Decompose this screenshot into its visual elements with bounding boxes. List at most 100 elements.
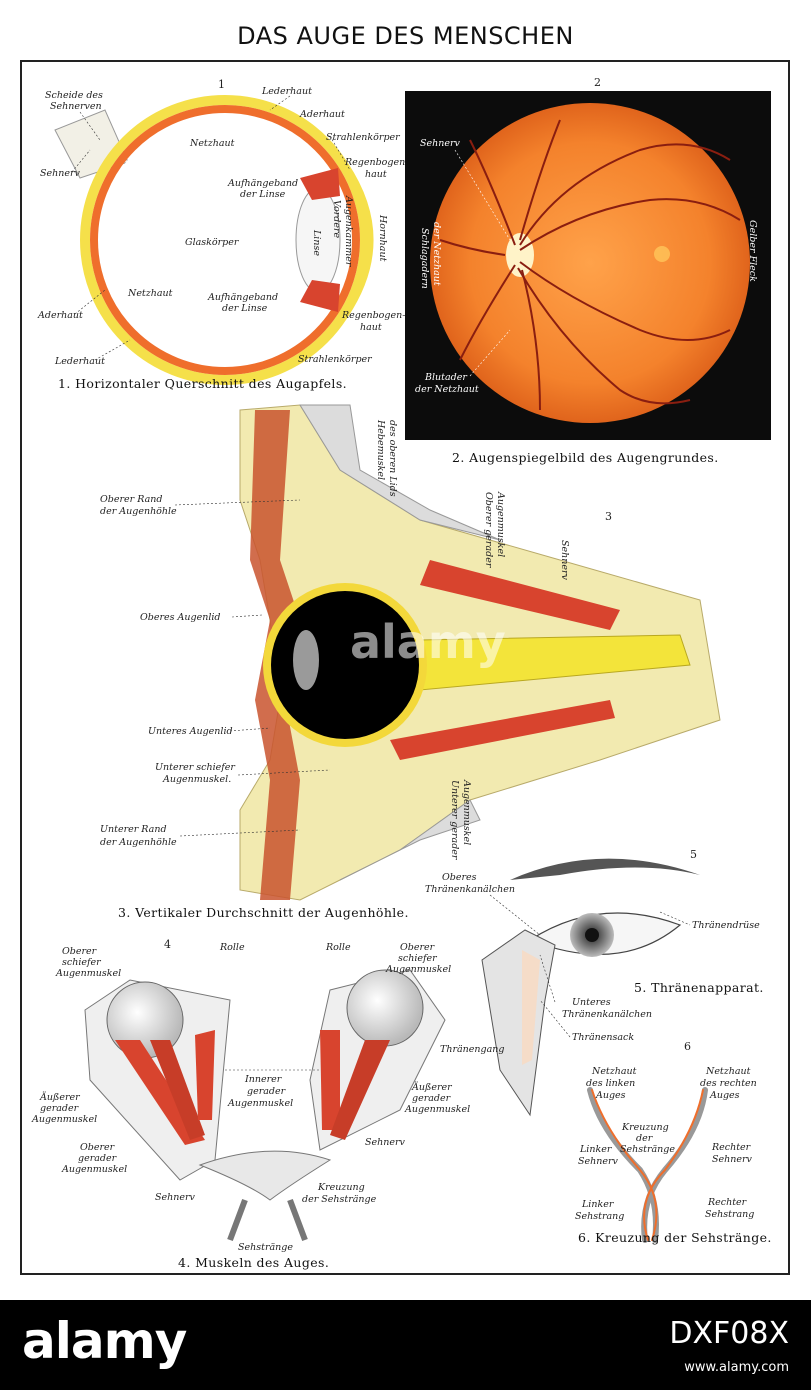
label: Sehstrang [705, 1209, 754, 1220]
label: Aderhaut [37, 310, 83, 321]
label: Thränendrüse [692, 920, 760, 931]
label: Sehnerv [578, 1156, 619, 1167]
label: Linse [311, 229, 322, 256]
right-rectus-lateral [330, 1040, 390, 1140]
label: Oberer [62, 946, 98, 957]
upper-bone [299, 404, 501, 541]
label: Unterer Rand [100, 824, 167, 835]
figure-5: 5 Oberes Thränenkanälchen Thränendrüse 5… [425, 848, 763, 1117]
label: Netzhaut [189, 138, 235, 149]
label: Schlagadern [419, 228, 430, 289]
label: Augenmuskel [31, 1114, 97, 1125]
fig1-number: 1 [218, 78, 225, 91]
label: Sehnerv [712, 1154, 753, 1165]
label: haut [360, 322, 382, 333]
label: Äußerer [39, 1091, 81, 1103]
label: Thränenkanälchen [562, 1009, 652, 1020]
label: der Augenhöhle [100, 506, 177, 517]
label: Rolle [325, 942, 351, 953]
label: Lederhaut [54, 356, 105, 367]
optic-tracts-4 [227, 1198, 308, 1242]
label: Oberes Augenlid [140, 612, 221, 623]
label: Oberer [80, 1142, 116, 1153]
label: der Sehstränge [302, 1194, 377, 1205]
label: gerader [247, 1086, 287, 1097]
label: Aufhängeband [227, 178, 298, 189]
label: Linker [579, 1144, 613, 1155]
lacrimal-duct [522, 950, 540, 1065]
upper-rectus-muscle [420, 560, 620, 630]
watermark-footer [0, 1300, 811, 1390]
figure-2: 2 Sehnerv Schlagadern der Netzhaut Gelbe… [405, 76, 771, 465]
label: Auges [709, 1090, 740, 1101]
label: Rolle [219, 942, 245, 953]
figure-6: 6 Netzhaut des linken Auges Netzhaut des… [575, 1040, 772, 1245]
label: der Netzhaut [431, 222, 442, 286]
label: schiefer [398, 953, 438, 964]
label: Hebemuskel [375, 419, 386, 480]
label: Linker [581, 1199, 615, 1210]
figure-1: 1 Scheide des Sehnerven Lederhaut Aderha… [37, 78, 408, 391]
label: Sehnerven [50, 101, 102, 112]
label: Rechter [707, 1197, 748, 1208]
lower-bone [339, 799, 481, 881]
page-title: DAS AUGE DES MENSCHEN [237, 22, 574, 50]
lower-rectus-muscle [390, 700, 615, 760]
label: Augenmuskel [385, 964, 451, 975]
lacrimal-sac [481, 929, 556, 1117]
vitreous-body [99, 114, 351, 366]
fig6-caption: 6. Kreuzung der Sehstränge. [578, 1230, 772, 1245]
label: der Netzhaut [415, 384, 479, 395]
label: Oberer gerader [483, 492, 494, 569]
label: Oberer [400, 942, 436, 953]
label: gerader [40, 1103, 80, 1114]
label: Strahlenkörper [326, 132, 401, 143]
plate-frame [20, 60, 790, 1275]
label: Vordere [331, 200, 342, 238]
ciliary-body-top [300, 168, 340, 200]
label: Thränenkanälchen [425, 884, 515, 895]
label: haut [365, 169, 387, 180]
label: Oberes [442, 872, 477, 883]
eyebrow [510, 858, 700, 880]
optic-chiasm-4 [198, 1150, 332, 1201]
label: Augenmuskel [495, 491, 506, 557]
pupil [585, 928, 599, 942]
label: Aderhaut [299, 109, 345, 120]
fig2-caption: 2. Augenspiegelbild des Augengrundes. [452, 450, 719, 465]
label: Augenmuskel [227, 1098, 293, 1109]
label: Aufhängeband [207, 292, 278, 303]
label: Regenbogen- [341, 310, 405, 321]
chiasm-pathways [587, 1087, 708, 1243]
label: Netzhaut [127, 288, 173, 299]
fig5-number: 5 [690, 848, 697, 861]
figure-4: 4 Oberer schiefer Augenmuskel Rolle Roll… [31, 938, 470, 1270]
label: Unteres [572, 997, 611, 1008]
label: Strahlenkörper [298, 354, 373, 365]
label: Unteres Augenlid [148, 726, 233, 737]
fig4-caption: 4. Muskeln des Auges. [178, 1255, 329, 1270]
label: Regenbogen- [344, 157, 408, 168]
watermark-center: alamy [350, 615, 506, 669]
label: der [636, 1133, 654, 1144]
label: Scheide des [45, 90, 103, 101]
label: Unterer schiefer [155, 762, 236, 773]
retina-ring [90, 105, 360, 375]
watermark-code: DXF08X [669, 1316, 789, 1351]
label: gerader [412, 1093, 452, 1104]
label: Augenmuskel [55, 968, 121, 979]
label: Sehnerv [420, 138, 461, 149]
fig3-caption: 3. Vertikaler Durchschnitt der Augenhöhl… [118, 905, 409, 920]
figure-3: 3 Oberer Rand der Augenhöhle Hebemuskel … [100, 404, 721, 920]
label: Oberer Rand [100, 494, 162, 505]
label: Augenmuskel [61, 1164, 127, 1175]
lens-section [293, 630, 319, 690]
label: Thränensack [572, 1032, 634, 1043]
label: des rechten [700, 1078, 757, 1089]
label: des oberen Lids [387, 420, 398, 497]
label: des linken [586, 1078, 635, 1089]
label: Thränengang [440, 1044, 504, 1055]
label: Netzhaut [591, 1066, 637, 1077]
label: Blutader [424, 372, 468, 383]
label: schiefer [62, 957, 102, 968]
